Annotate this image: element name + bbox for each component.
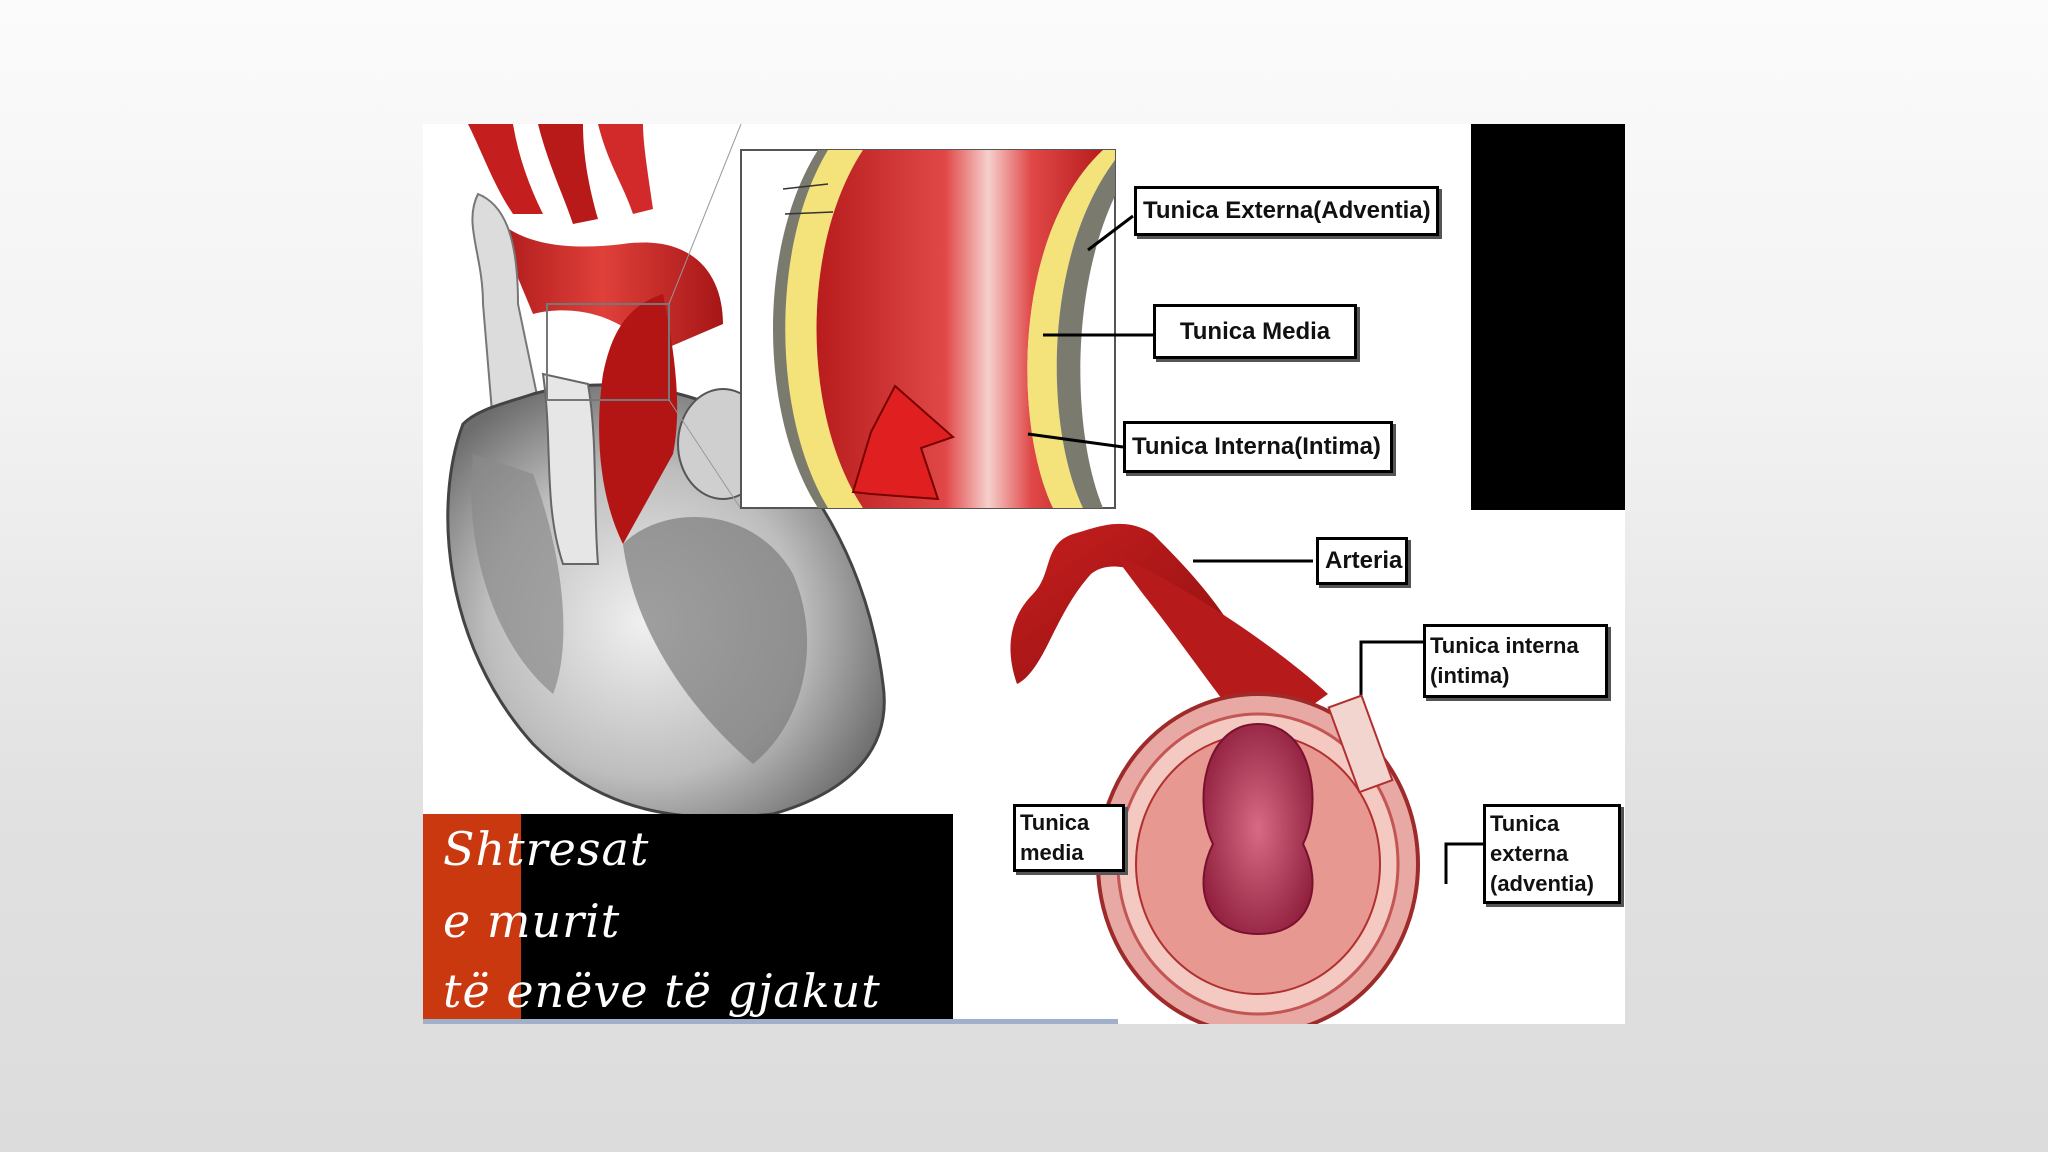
label-text: (adventia) — [1490, 871, 1594, 896]
label-text: Arteria — [1325, 547, 1403, 574]
label-arteria: Arteria — [1316, 537, 1408, 585]
artery-illustration — [1010, 523, 1420, 1024]
label-tunica-interna: Tunica Interna(Intima) — [1123, 421, 1393, 473]
label-text: externa — [1490, 841, 1569, 866]
label-tunica-externa: Tunica Externa(Adventia) — [1134, 186, 1439, 236]
title-line-1: Shtresat — [443, 822, 650, 876]
label-text: Tunica — [1490, 811, 1560, 836]
zoom-indicator — [546, 303, 670, 401]
title-line-3: të enëve të gjakut — [443, 964, 881, 1018]
title-line-2: e murit — [443, 894, 621, 948]
label-text: Tunica Interna(Intima) — [1132, 433, 1381, 460]
label-text: Tunica Media — [1179, 317, 1331, 345]
black-panel — [1471, 124, 1625, 510]
label-tunica-media-small: Tunica media — [1013, 804, 1125, 872]
label-tunica-externa-small: Tunica externa (adventia) — [1483, 804, 1621, 904]
label-text: (intima) — [1430, 663, 1510, 688]
label-text: Tunica interna — [1430, 633, 1579, 658]
label-text: media — [1020, 840, 1084, 865]
label-tunica-interna-small: Tunica interna (intima) — [1423, 624, 1608, 698]
label-tunica-media: Tunica Media — [1153, 304, 1357, 359]
illustration — [446, 124, 1483, 1024]
title-block: Shtresat e murit të enëve të gjakut — [423, 814, 953, 1024]
vessel-zoom-panel — [740, 149, 1116, 509]
label-text: Tunica Externa(Adventia) — [1143, 197, 1431, 224]
bottom-strip — [423, 1019, 1118, 1024]
flow-arrow-icon — [851, 384, 955, 501]
slide: Tunica Externa(Adventia) Tunica Media Tu… — [423, 124, 1625, 1024]
label-text: Tunica — [1020, 810, 1090, 835]
